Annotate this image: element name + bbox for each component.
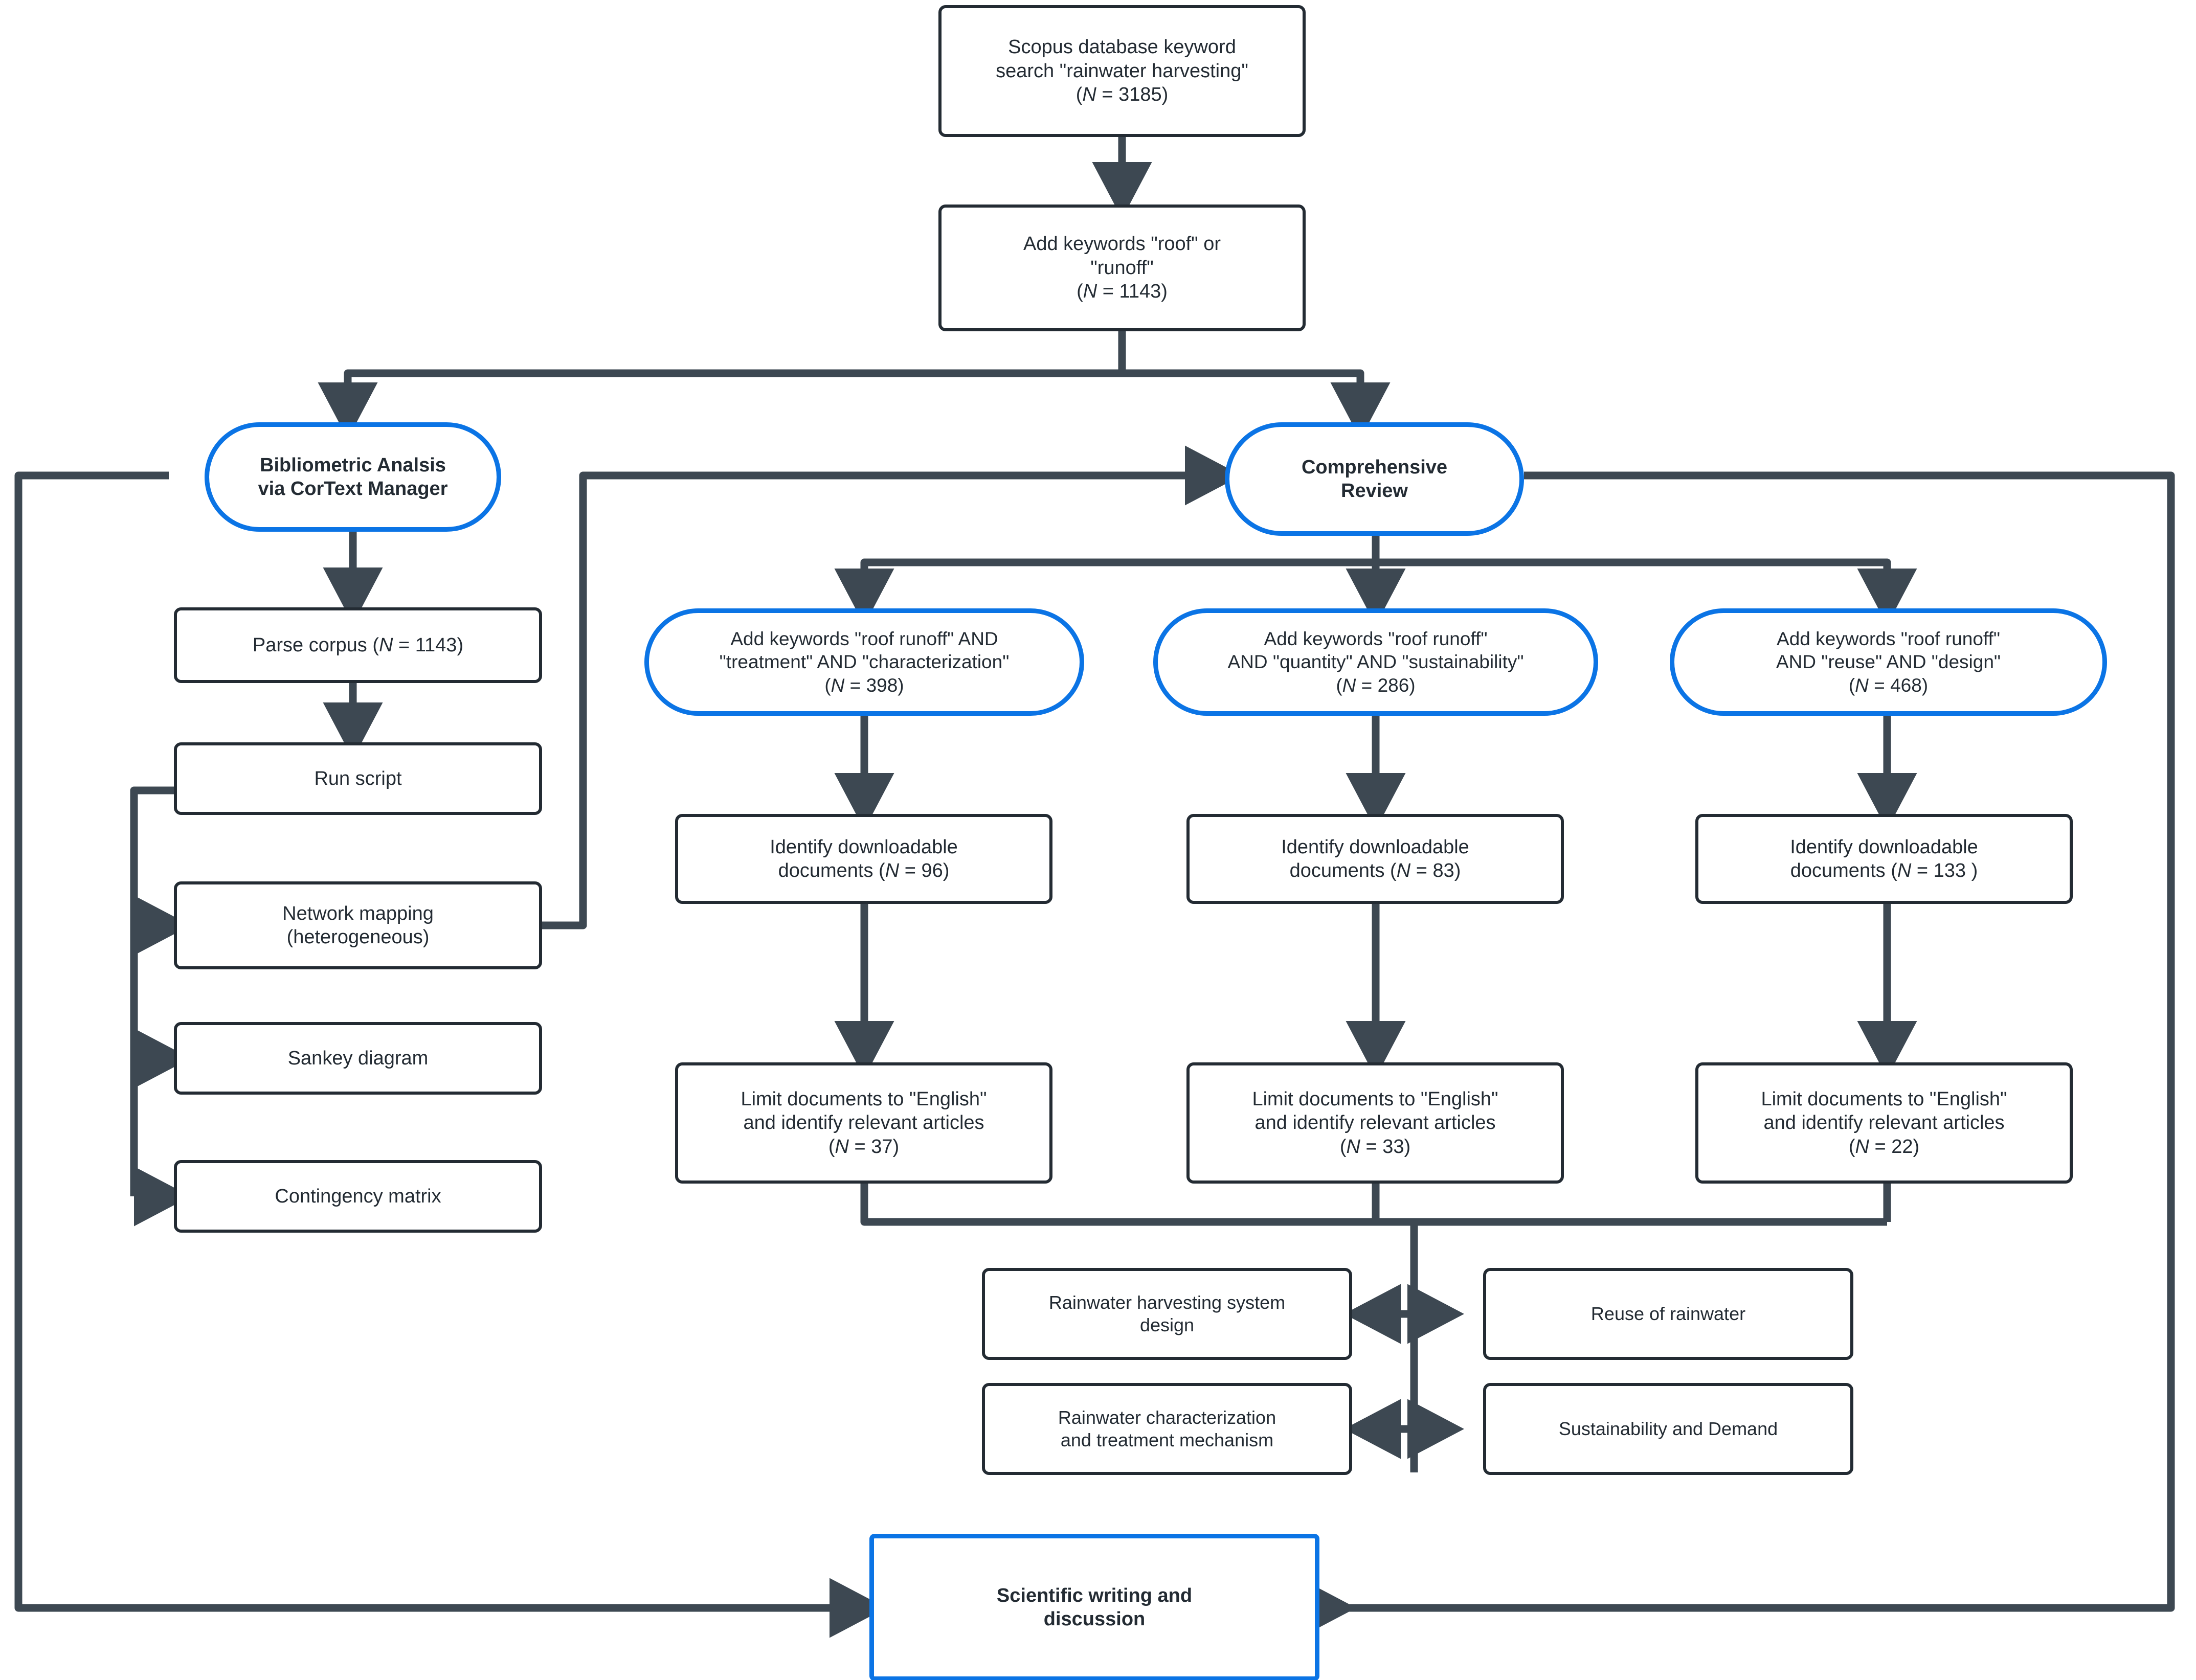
node-theme-characterization[interactable]: Rainwater characterization and treatment…	[982, 1383, 1352, 1475]
network-mapping-line-1: Network mapping	[282, 902, 434, 924]
kw-reuse-count: (N = 468)	[1848, 674, 1929, 696]
node-downloadable-quantity[interactable]: Identify downloadable documents (N = 83)	[1186, 814, 1564, 904]
node-run-script[interactable]: Run script	[174, 742, 542, 815]
limit-1-line-1: Limit documents to "English"	[741, 1088, 987, 1110]
kw-quantity-line-1: Add keywords "roof runoff"	[1264, 628, 1488, 650]
theme-sustainability-label: Sustainability and Demand	[1558, 1418, 1778, 1440]
node-theme-sustainability-demand[interactable]: Sustainability and Demand	[1483, 1383, 1853, 1475]
limit-3-line-1: Limit documents to "English"	[1761, 1088, 2007, 1110]
limit-1-line-2: and identify relevant articles	[743, 1112, 984, 1134]
node-theme-system-design[interactable]: Rainwater harvesting system design	[982, 1268, 1352, 1360]
node-parse-corpus[interactable]: Parse corpus (N = 1143)	[174, 607, 542, 683]
limit-2-count: (N = 33)	[1339, 1136, 1411, 1157]
scientific-writing-line-1: Scientific writing and	[996, 1584, 1193, 1606]
theme-reuse-label: Reuse of rainwater	[1590, 1303, 1746, 1325]
comprehensive-line-1: Comprehensive	[1301, 456, 1448, 478]
node-downloadable-treatment[interactable]: Identify downloadable documents (N = 96)	[675, 814, 1052, 904]
kw-reuse-line-1: Add keywords "roof runoff"	[1777, 628, 2000, 650]
node-keywords-reuse[interactable]: Add keywords "roof runoff" AND "reuse" A…	[1670, 608, 2107, 716]
contingency-label: Contingency matrix	[275, 1185, 441, 1207]
add-roof-count: (N = 1143)	[1077, 281, 1168, 303]
downloadable-1-count: documents (N = 96)	[778, 860, 950, 881]
kw-quantity-line-2: AND "quantity" AND "sustainability"	[1227, 651, 1524, 673]
scopus-line-1: Scopus database keyword	[1008, 36, 1236, 58]
limit-3-count: (N = 22)	[1848, 1136, 1920, 1157]
bibliometric-line-2: via CorText Manager	[258, 478, 448, 500]
scopus-count: (N = 3185)	[1075, 84, 1169, 106]
node-theme-reuse-of-rainwater[interactable]: Reuse of rainwater	[1483, 1268, 1853, 1360]
comprehensive-line-2: Review	[1341, 480, 1408, 502]
limit-1-count: (N = 37)	[828, 1136, 900, 1157]
node-add-roof-runoff[interactable]: Add keywords "roof" or "runoff" (N = 114…	[938, 205, 1306, 331]
downloadable-2-line-1: Identify downloadable	[1281, 836, 1469, 858]
kw-quantity-count: (N = 286)	[1336, 674, 1416, 696]
theme-design-line-2: design	[1139, 1314, 1195, 1335]
kw-reuse-line-2: AND "reuse" AND "design"	[1776, 651, 2001, 673]
parse-corpus-label: Parse corpus (N = 1143)	[252, 634, 464, 656]
kw-treatment-count: (N = 398)	[824, 674, 904, 696]
node-keywords-treatment[interactable]: Add keywords "roof runoff" AND "treatmen…	[644, 608, 1084, 716]
kw-treatment-line-1: Add keywords "roof runoff" AND	[730, 628, 998, 650]
node-limit-english-quantity[interactable]: Limit documents to "English" and identif…	[1186, 1062, 1564, 1184]
downloadable-1-line-1: Identify downloadable	[770, 836, 958, 858]
limit-2-line-2: and identify relevant articles	[1254, 1112, 1496, 1134]
limit-2-line-1: Limit documents to "English"	[1252, 1088, 1498, 1110]
node-scopus-search[interactable]: Scopus database keyword search "rainwate…	[938, 5, 1306, 137]
node-bibliometric-analysis[interactable]: Bibliometric Analsis via CorText Manager	[205, 422, 501, 532]
theme-char-line-2: and treatment mechanism	[1060, 1429, 1274, 1450]
sankey-label: Sankey diagram	[287, 1047, 429, 1069]
theme-design-line-1: Rainwater harvesting system	[1048, 1292, 1286, 1313]
downloadable-3-line-1: Identify downloadable	[1790, 836, 1978, 858]
downloadable-2-count: documents (N = 83)	[1289, 860, 1461, 881]
node-network-mapping[interactable]: Network mapping (heterogeneous)	[174, 881, 542, 969]
node-scientific-writing[interactable]: Scientific writing and discussion	[869, 1534, 1319, 1680]
node-contingency-matrix[interactable]: Contingency matrix	[174, 1160, 542, 1233]
downloadable-3-count: documents (N = 133 )	[1790, 860, 1978, 881]
node-sankey-diagram[interactable]: Sankey diagram	[174, 1022, 542, 1095]
node-downloadable-reuse[interactable]: Identify downloadable documents (N = 133…	[1695, 814, 2073, 904]
node-comprehensive-review[interactable]: Comprehensive Review	[1225, 422, 1524, 536]
kw-treatment-line-2: "treatment" AND "characterization"	[719, 651, 1010, 673]
network-mapping-line-2: (heterogeneous)	[286, 926, 430, 948]
limit-3-line-2: and identify relevant articles	[1763, 1112, 2005, 1134]
run-script-label: Run script	[314, 767, 402, 789]
node-limit-english-treatment[interactable]: Limit documents to "English" and identif…	[675, 1062, 1052, 1184]
add-roof-line-2: "runoff"	[1090, 257, 1154, 279]
node-limit-english-reuse[interactable]: Limit documents to "English" and identif…	[1695, 1062, 2073, 1184]
scientific-writing-line-2: discussion	[1043, 1608, 1146, 1630]
scopus-line-2: search "rainwater harvesting"	[996, 60, 1248, 82]
bibliometric-line-1: Bibliometric Analsis	[260, 454, 446, 476]
theme-char-line-1: Rainwater characterization	[1058, 1407, 1276, 1428]
add-roof-line-1: Add keywords "roof" or	[1023, 233, 1221, 255]
node-keywords-quantity[interactable]: Add keywords "roof runoff" AND "quantity…	[1153, 608, 1598, 716]
